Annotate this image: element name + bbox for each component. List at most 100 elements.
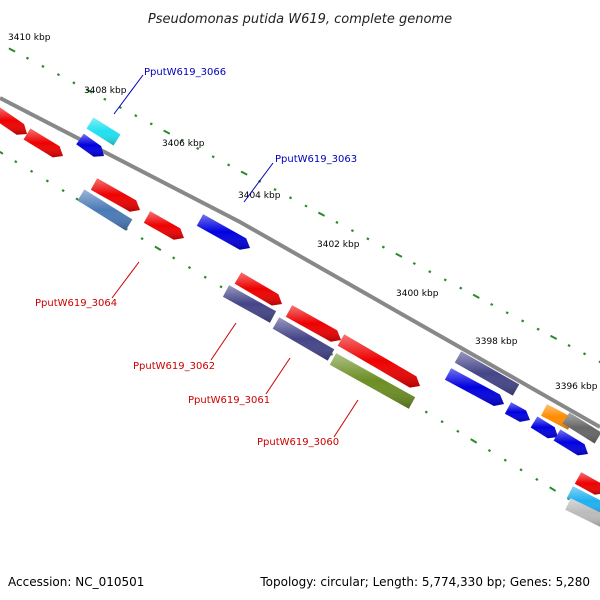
tick-mark xyxy=(103,97,107,101)
leader-line xyxy=(333,399,359,438)
kbp-label-3410: 3410 kbp xyxy=(8,33,51,43)
tick-mark xyxy=(503,458,507,462)
gene-label-3064[interactable]: PputW619_3064 xyxy=(35,298,117,309)
gene-arrow[interactable] xyxy=(234,272,282,306)
gene-arrow[interactable] xyxy=(272,317,335,361)
gene-arrow[interactable] xyxy=(337,334,420,388)
gene-arrow[interactable] xyxy=(23,128,64,158)
gene-arrow[interactable] xyxy=(329,353,416,409)
gene-arrow[interactable] xyxy=(0,107,27,135)
map-title: Pseudomonas putida W619, complete genome xyxy=(148,12,452,27)
gene-arrow[interactable] xyxy=(90,178,140,212)
tick-mark xyxy=(440,420,444,424)
tick-mark xyxy=(395,252,403,258)
gene-arrow-shade xyxy=(76,133,104,157)
gene-arrow-shade xyxy=(567,486,600,515)
tick-mark xyxy=(41,64,45,68)
gene-arrow[interactable] xyxy=(504,402,530,422)
gene-arrow-shade xyxy=(222,285,277,323)
kbp-label-3402: 3402 kbp xyxy=(317,240,360,250)
tick-mark xyxy=(487,449,492,453)
tick-mark xyxy=(72,81,76,85)
tick-mark xyxy=(163,129,171,135)
gene-arrow-shade xyxy=(553,429,588,456)
tick-mark xyxy=(470,438,478,444)
kbp-label-3406: 3406 kbp xyxy=(162,139,205,149)
tick-mark xyxy=(443,278,447,282)
gene-arrow[interactable] xyxy=(565,498,600,528)
tick-mark xyxy=(14,160,18,164)
tick-mark xyxy=(412,261,416,266)
gene-arrow[interactable] xyxy=(285,305,341,342)
gene-arrow[interactable] xyxy=(567,486,600,516)
tick-mark xyxy=(490,302,494,307)
tick-mark xyxy=(240,170,248,176)
kbp-label-3404: 3404 kbp xyxy=(238,191,281,201)
gene-label-3060[interactable]: PputW619_3060 xyxy=(257,437,339,448)
tick-mark xyxy=(459,286,463,290)
gene-labels: PputW619_3066 PputW619_3063 PputW619_306… xyxy=(35,67,357,448)
gene-arrow-shade xyxy=(272,317,335,361)
tick-mark xyxy=(8,47,16,53)
gene-arrow[interactable] xyxy=(196,214,250,250)
tick-mark xyxy=(203,275,207,279)
tick-mark xyxy=(0,150,4,155)
gene-arrow-shade xyxy=(196,214,250,250)
tick-mark xyxy=(535,477,539,482)
tick-mark xyxy=(566,497,571,501)
tick-mark xyxy=(350,229,354,233)
tick-mark xyxy=(172,256,176,260)
tick-mark xyxy=(317,211,326,217)
gene-arrow-shade xyxy=(329,353,416,409)
gene-arrow-shade xyxy=(77,189,133,231)
gene-arrow[interactable] xyxy=(76,133,104,157)
kbp-labels: 3410 kbp 3408 kbp 3406 kbp 3404 kbp 3402… xyxy=(8,33,598,392)
accession-text: Accession: NC_010501 xyxy=(8,575,145,589)
gene-arrow-shade xyxy=(565,498,600,527)
gene-arrow[interactable] xyxy=(562,412,600,444)
kbp-label-3400: 3400 kbp xyxy=(396,289,439,299)
gene-arrow[interactable] xyxy=(86,117,121,146)
gene-label-3062[interactable]: PputW619_3062 xyxy=(133,361,215,372)
gene-arrow-shade xyxy=(454,351,520,396)
label-leaders xyxy=(111,74,359,438)
tick-mark xyxy=(25,56,30,60)
tick-mark xyxy=(180,138,184,142)
gene-arrow[interactable] xyxy=(222,285,277,323)
tick-mark xyxy=(472,293,480,299)
tick-track xyxy=(0,47,600,520)
gene-label-3063[interactable]: PputW619_3063 xyxy=(275,154,357,165)
leader-line xyxy=(111,261,140,299)
gene-arrow-shade xyxy=(562,412,600,444)
gene-arrow[interactable] xyxy=(553,429,588,456)
gene-arrow[interactable] xyxy=(530,416,558,439)
tick-mark xyxy=(45,179,49,183)
gene-arrow-shade xyxy=(574,472,600,495)
tick-mark xyxy=(85,88,93,94)
genome-summary-text: Topology: circular; Length: 5,774,330 bp… xyxy=(260,575,590,589)
tick-mark xyxy=(567,344,571,348)
tick-mark xyxy=(304,204,308,208)
tick-mark xyxy=(154,245,162,251)
tick-mark xyxy=(456,429,460,433)
gene-arrow[interactable] xyxy=(574,472,600,495)
gene-label-3066[interactable]: PputW619_3066 xyxy=(144,67,226,78)
tick-mark xyxy=(273,188,277,192)
gene-arrow-shade xyxy=(0,107,27,135)
tick-mark xyxy=(550,334,558,340)
tick-mark xyxy=(366,237,370,241)
gene-arrow[interactable] xyxy=(143,211,184,240)
gene-arrow-shade xyxy=(504,402,530,422)
gene-arrow[interactable] xyxy=(77,189,133,231)
tick-mark xyxy=(428,270,432,274)
gene-arrow-shade xyxy=(23,128,64,158)
gene-arrow-shade xyxy=(337,334,420,388)
gene-track xyxy=(0,107,600,528)
gene-arrow[interactable] xyxy=(454,351,520,396)
gene-label-3061[interactable]: PputW619_3061 xyxy=(188,395,270,406)
tick-mark xyxy=(335,220,339,224)
gene-arrow-shade xyxy=(234,272,282,306)
gene-arrow-shade xyxy=(285,305,341,342)
kbp-label-3396: 3396 kbp xyxy=(555,382,598,392)
gene-arrow[interactable] xyxy=(444,368,504,406)
